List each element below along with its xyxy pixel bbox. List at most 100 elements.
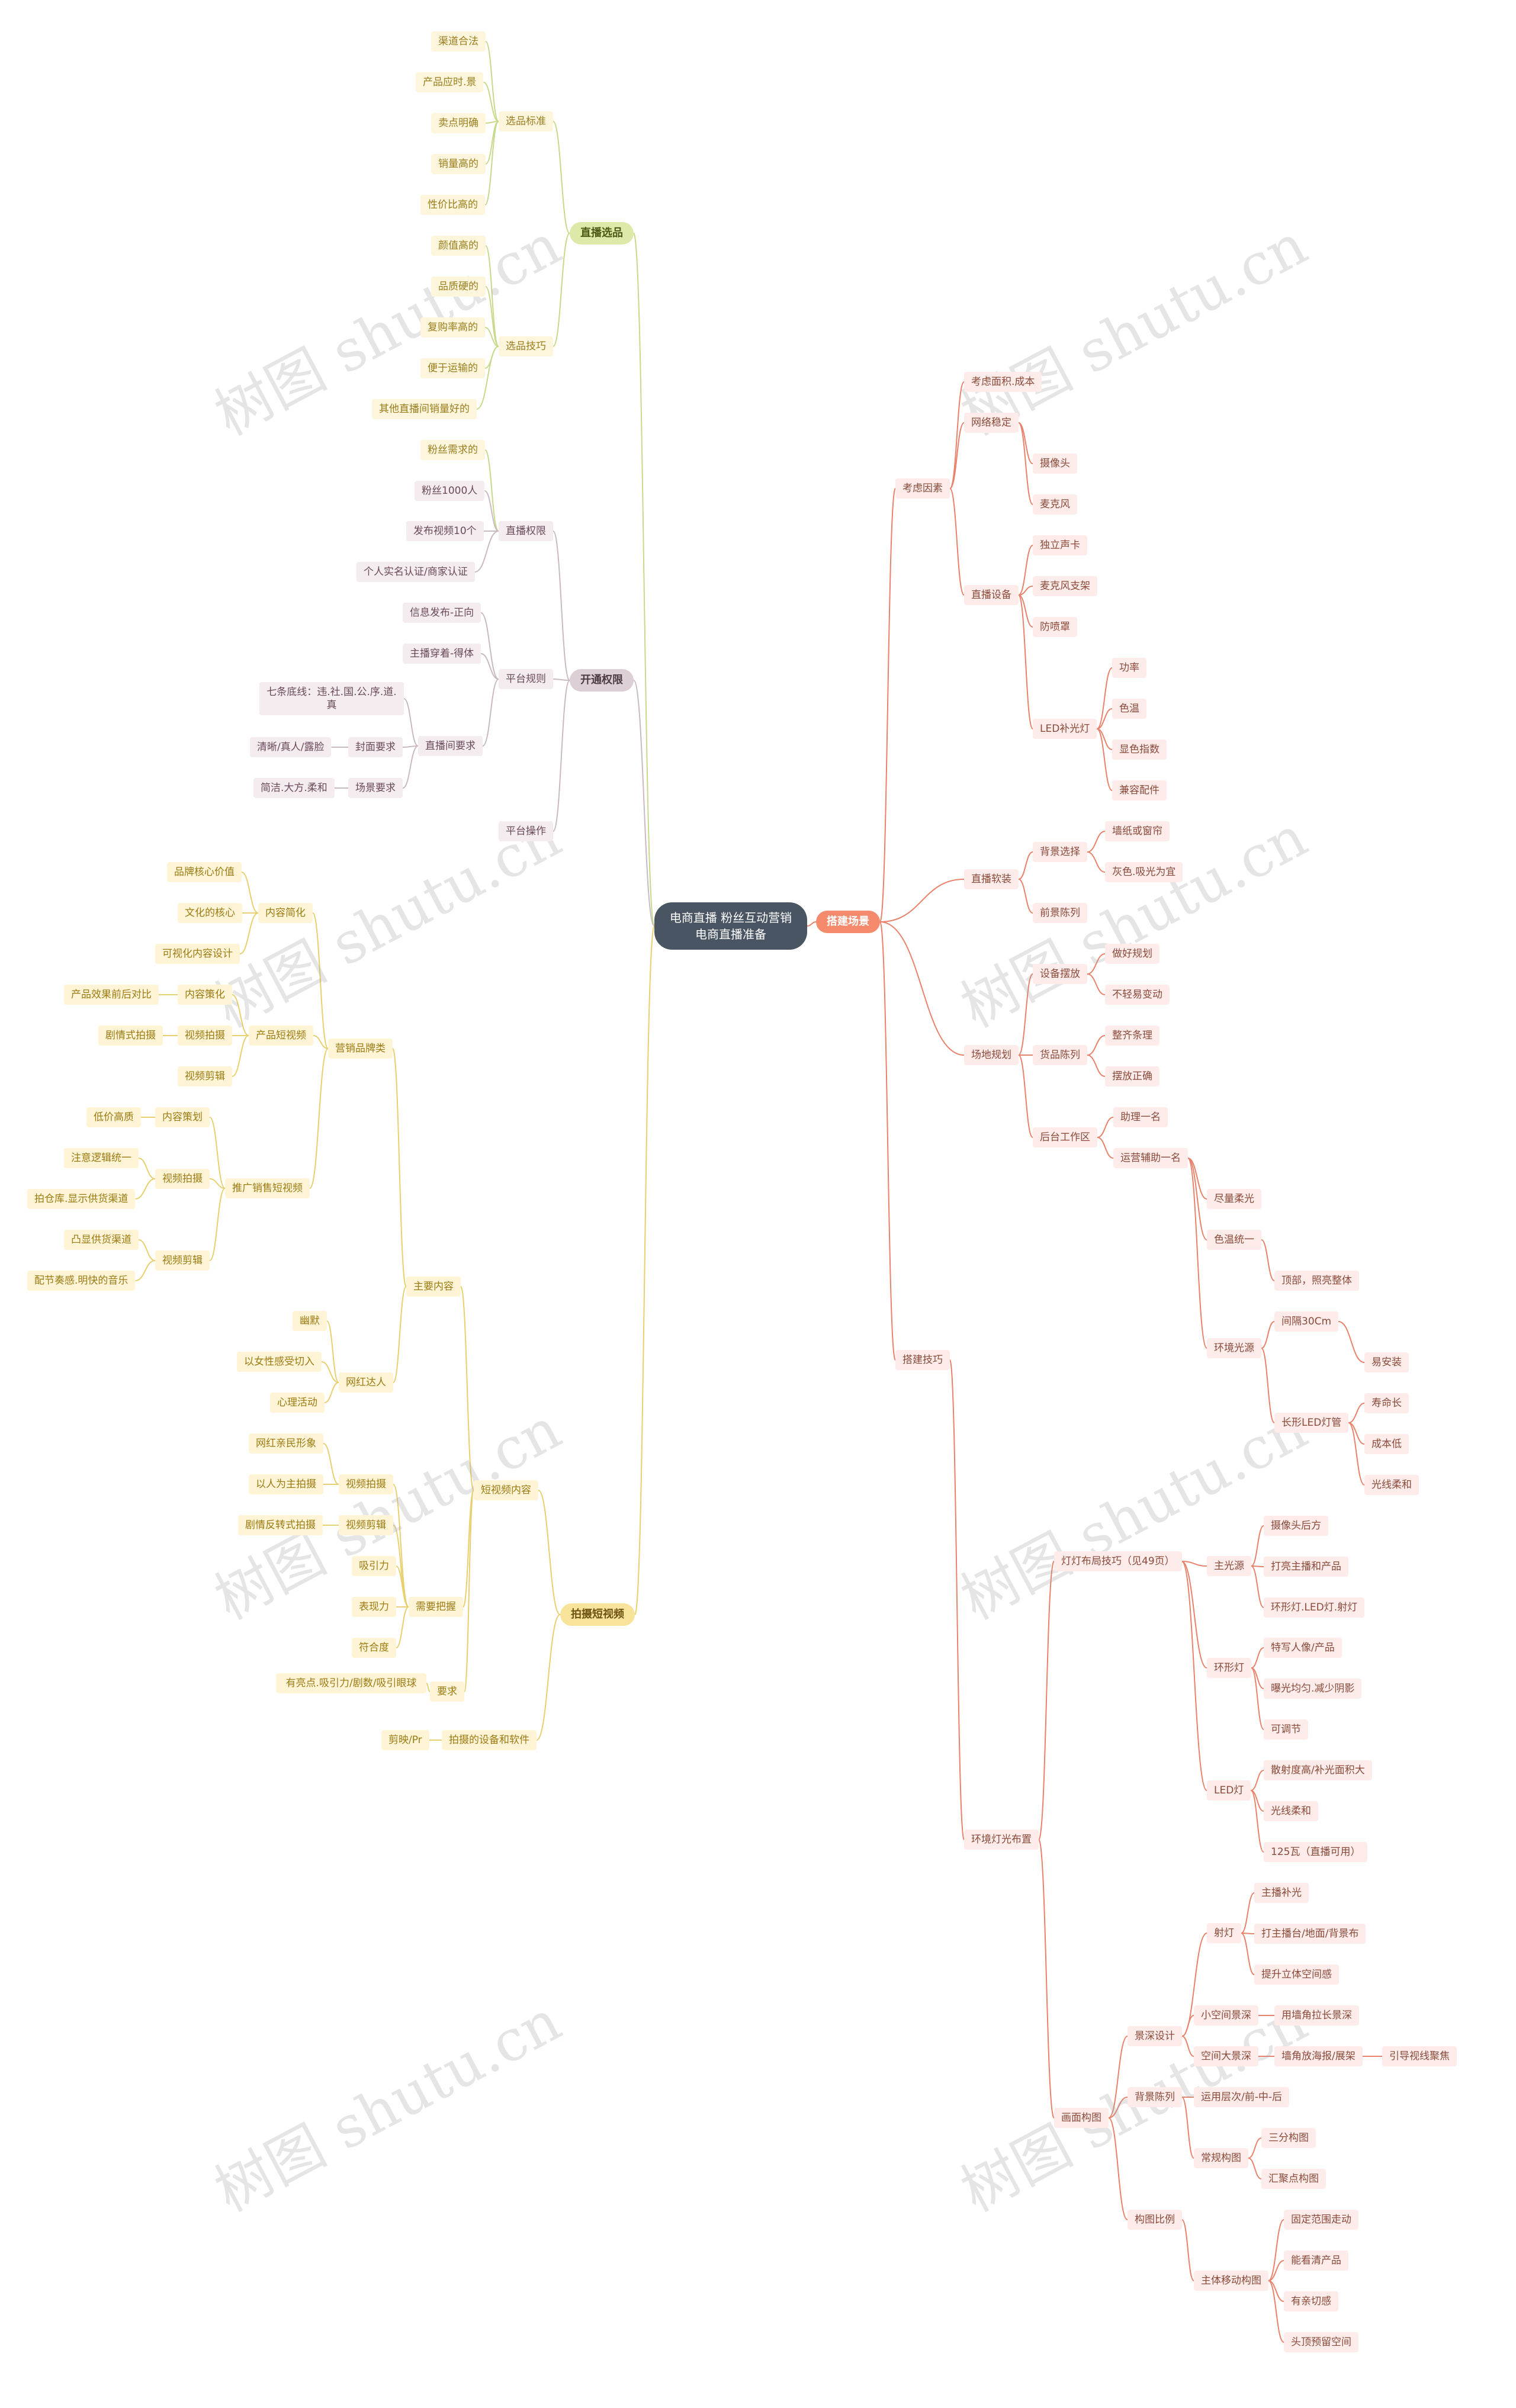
topic-yaoqiu[interactable]: 要求	[430, 1682, 464, 1702]
leaf[interactable]: 显色指数	[1112, 740, 1167, 760]
leaf[interactable]: 特写人像/产品	[1264, 1638, 1342, 1658]
topic-xuyao-bawo[interactable]: 需要把握	[409, 1597, 463, 1617]
topic-huamian-goutu[interactable]: 画面构图	[1054, 2108, 1109, 2128]
leaf[interactable]: 光线柔和	[1264, 1801, 1318, 1821]
leaf[interactable]: 颜值高的	[431, 236, 486, 256]
leaf[interactable]: 打主播台/地面/背景布	[1254, 1924, 1366, 1944]
leaf[interactable]: 符合度	[352, 1638, 396, 1658]
leaf[interactable]: 曝光均匀.减少阴影	[1264, 1679, 1362, 1699]
leaf[interactable]: 性价比高的	[420, 195, 485, 215]
leaf[interactable]: 卖点明确	[431, 113, 486, 133]
leaf[interactable]: 销量高的	[431, 154, 486, 174]
topic-zhibo-shebei[interactable]: 直播设备	[964, 585, 1019, 605]
leaf[interactable]: 以女性感受切入	[237, 1352, 322, 1372]
leaf[interactable]: 引导视线聚焦	[1382, 2046, 1457, 2066]
topic-huopin-chenlie[interactable]: 货品陈列	[1033, 1045, 1087, 1065]
leaf[interactable]: 摄像头后方	[1264, 1516, 1328, 1536]
leaf[interactable]: 麦克风	[1033, 494, 1077, 515]
topic-shipin-jianji[interactable]: 视频剪辑	[178, 1066, 232, 1086]
leaf[interactable]: 剪映/Pr	[381, 1730, 429, 1750]
leaf[interactable]: 幽默	[293, 1311, 327, 1331]
leaf[interactable]: 墙角放海报/展架	[1274, 2046, 1363, 2066]
leaf[interactable]: 七条底线：违.社.国.公.序.道.真	[259, 682, 404, 715]
topic-shipin-jianji2[interactable]: 视频剪辑	[155, 1250, 210, 1271]
leaf[interactable]: 前景陈列	[1033, 903, 1087, 923]
topic-kaitong-quanxian[interactable]: 开通权限	[570, 669, 634, 692]
leaf[interactable]: 渠道合法	[431, 31, 486, 52]
leaf[interactable]: 配节奏感.明快的音乐	[27, 1271, 136, 1291]
leaf[interactable]: 文化的核心	[178, 903, 242, 923]
leaf[interactable]: 色温统一	[1207, 1230, 1261, 1250]
leaf[interactable]: 防喷罩	[1033, 617, 1077, 637]
topic-tuiguang[interactable]: 推广销售短视频	[225, 1178, 310, 1198]
topic-wanghong-daren[interactable]: 网红达人	[339, 1372, 393, 1393]
leaf[interactable]: 其他直播间销量好的	[372, 399, 477, 419]
leaf[interactable]: 色温	[1112, 699, 1146, 719]
leaf[interactable]: 剧情式拍摄	[98, 1025, 163, 1046]
leaf[interactable]: 产品效果前后对比	[64, 985, 159, 1005]
topic-xiaokongjian[interactable]: 小空间景深	[1194, 2005, 1258, 2026]
leaf[interactable]: 粉丝需求的	[420, 440, 485, 460]
topic-neirong-cehua2[interactable]: 内容策划	[155, 1107, 210, 1127]
leaf[interactable]: 品牌核心价值	[167, 862, 242, 882]
topic-dakongjian[interactable]: 空间大景深	[1194, 2046, 1258, 2066]
leaf[interactable]: 易安装	[1364, 1352, 1409, 1372]
leaf[interactable]: 汇聚点构图	[1261, 2169, 1326, 2189]
leaf[interactable]: 散射度高/补光面积大	[1264, 1760, 1372, 1780]
topic-changdi-guihua[interactable]: 场地规划	[964, 1045, 1019, 1065]
leaf[interactable]: 可调节	[1264, 1719, 1308, 1740]
leaf[interactable]: 网络稳定	[964, 413, 1019, 433]
topic-zhuti-yidong[interactable]: 主体移动构图	[1194, 2271, 1268, 2291]
leaf[interactable]: 表现力	[352, 1597, 396, 1617]
topic-paishe-duanshipin[interactable]: 拍摄短视频	[560, 1603, 635, 1626]
leaf[interactable]: 固定范围走动	[1284, 2210, 1358, 2230]
leaf[interactable]: 助理一名	[1113, 1107, 1168, 1127]
leaf[interactable]: 成本低	[1364, 1434, 1409, 1454]
topic-dajian-changjing[interactable]: 搭建场景	[816, 911, 880, 933]
topic-pingtai-caozuo[interactable]: 平台操作	[499, 821, 553, 841]
topic-led-buguang[interactable]: LED补光灯	[1033, 719, 1097, 739]
leaf[interactable]: 灰色.吸光为宜	[1105, 862, 1183, 882]
topic-fengmian-yaoqiu[interactable]: 封面要求	[348, 737, 403, 757]
topic-beijing-chenlie[interactable]: 背景陈列	[1128, 2087, 1182, 2107]
leaf[interactable]: 125瓦（直播可用）	[1264, 1842, 1368, 1862]
topic-zhibo-xuanpin[interactable]: 直播选品	[570, 222, 634, 245]
topic-paishe-shebei[interactable]: 拍摄的设备和软件	[442, 1730, 537, 1750]
leaf[interactable]: 清晰/真人/露脸	[250, 737, 332, 757]
leaf[interactable]: 做好规划	[1105, 944, 1160, 964]
leaf[interactable]: 吸引力	[352, 1556, 396, 1576]
topic-neirong-jiangyan[interactable]: 内容简化	[258, 903, 313, 923]
topic-shipin-jianji3[interactable]: 视频剪辑	[339, 1515, 393, 1535]
topic-shipin-paishe3[interactable]: 视频拍摄	[339, 1474, 393, 1494]
leaf[interactable]: 剧情反转式拍摄	[238, 1515, 323, 1535]
leaf[interactable]: 品质硬的	[431, 277, 486, 297]
leaf[interactable]: 打亮主播和产品	[1264, 1557, 1348, 1577]
leaf[interactable]: 能看清产品	[1284, 2251, 1348, 2271]
topic-xuanpin-biaozhun[interactable]: 选品标准	[499, 111, 553, 131]
topic-shipin-paishe[interactable]: 视频拍摄	[178, 1025, 232, 1046]
leaf[interactable]: 简洁.大方.柔和	[253, 778, 335, 798]
leaf[interactable]: 用墙角拉长景深	[1274, 2005, 1359, 2026]
leaf[interactable]: 环形灯.LED灯.射灯	[1264, 1597, 1365, 1618]
leaf[interactable]: 不轻易变动	[1105, 985, 1170, 1005]
leaf[interactable]: 信息发布-正向	[403, 603, 481, 623]
leaf[interactable]: 以人为主拍摄	[249, 1474, 323, 1494]
leaf[interactable]: 运营辅助一名	[1113, 1148, 1188, 1168]
topic-xuanpin-jiqiao[interactable]: 选品技巧	[499, 336, 553, 356]
leaf[interactable]: 有亲切感	[1284, 2291, 1338, 2311]
leaf[interactable]: 主播穿着-得体	[403, 644, 481, 664]
leaf[interactable]: 运用层次/前-中-后	[1194, 2087, 1289, 2107]
topic-led-deng[interactable]: LED灯	[1207, 1780, 1251, 1801]
topic-dajian-jiqiao[interactable]: 搭建技巧	[895, 1350, 950, 1370]
leaf[interactable]: 便于运输的	[420, 358, 485, 378]
topic-changjing-yaoqiu[interactable]: 场景要求	[348, 778, 403, 798]
leaf[interactable]: 顶部，照亮整体	[1274, 1271, 1359, 1291]
leaf[interactable]: 摄像头	[1033, 454, 1077, 474]
leaf[interactable]: 摆放正确	[1105, 1066, 1160, 1086]
leaf[interactable]: 拍仓库.显示供货渠道	[27, 1189, 136, 1209]
topic-yingxiao-pinpai[interactable]: 营销品牌类	[328, 1039, 393, 1059]
leaf[interactable]: 网红亲民形象	[249, 1433, 323, 1454]
topic-changxing-led[interactable]: 长形LED灯管	[1274, 1413, 1349, 1433]
topic-shipin-paishe2[interactable]: 视频拍摄	[155, 1169, 210, 1189]
topic-dengguang-buju[interactable]: 灯灯布局技巧（见49页）	[1054, 1551, 1182, 1571]
